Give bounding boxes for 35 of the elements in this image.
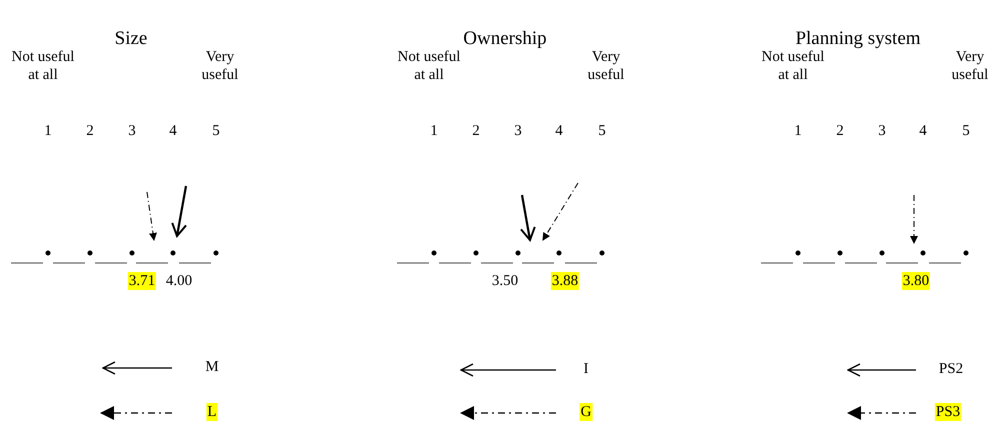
legend-label: PS3	[934, 403, 962, 421]
mean-score: 3.50	[492, 272, 518, 290]
legend-label: L	[206, 403, 218, 421]
scale-number: 2	[86, 122, 94, 140]
mean-score: 3.80	[902, 272, 930, 290]
scale-number: 4	[555, 122, 563, 140]
scale-number: 1	[44, 122, 52, 140]
mean-score: 4.00	[166, 272, 192, 290]
scale-end-label: Not useful at all	[396, 48, 462, 84]
legend-label: M	[205, 358, 219, 376]
legend-label: G	[580, 403, 592, 421]
scale-end-label: Very useful	[586, 48, 626, 84]
panel-title: Ownership	[463, 28, 547, 50]
scale-end-label: Very useful	[950, 48, 990, 84]
scale-number: 1	[794, 122, 802, 140]
scale-number: 4	[169, 122, 177, 140]
panel-title: Size	[114, 28, 148, 50]
scale-number: 5	[962, 122, 970, 140]
panel-title: Planning system	[795, 28, 921, 50]
scale-number: 2	[472, 122, 480, 140]
legend-label: PS2	[938, 360, 964, 378]
scale-number: 5	[598, 122, 606, 140]
scale-number: 1	[430, 122, 438, 140]
scale-number: 3	[128, 122, 136, 140]
scale-end-label: Not useful at all	[10, 48, 76, 84]
scale-number: 3	[514, 122, 522, 140]
mean-score: 3.71	[128, 272, 156, 290]
scale-number: 3	[878, 122, 886, 140]
mean-score: 3.88	[550, 272, 580, 290]
scale-number: 2	[836, 122, 844, 140]
scale-number: 4	[919, 122, 927, 140]
legend-label: I	[584, 360, 588, 378]
scale-number: 5	[212, 122, 220, 140]
scale-end-label: Very useful	[200, 48, 240, 84]
scale-end-label: Not useful at all	[760, 48, 826, 84]
